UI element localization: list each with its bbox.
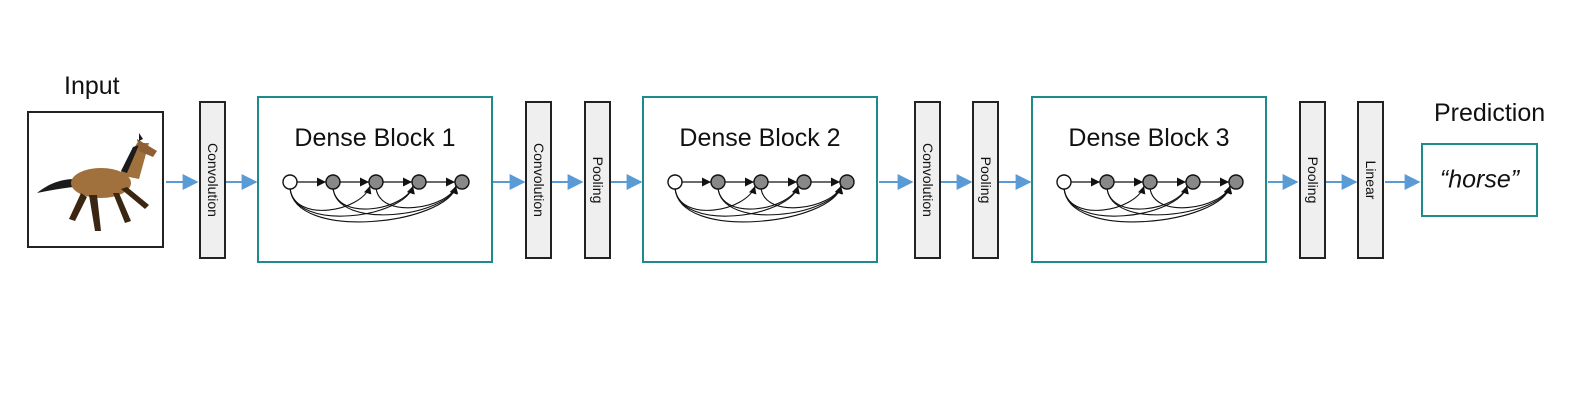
dense-block-title: Dense Block 2 [679,124,841,152]
pooling-layer-3: Pooling [972,101,999,259]
layer-label: Pooling [1304,156,1321,204]
dense-skip-edge [674,185,844,223]
feature-node [1228,174,1244,190]
dense-skip-edge [1149,185,1232,209]
convolution-layer-3: Convolution [914,101,941,259]
layer-label: Convolution [530,143,547,217]
layer-label: Pooling [589,156,606,204]
feature-node [325,174,341,190]
dense-block-title: Dense Block 1 [294,124,456,152]
prediction-label: Prediction [1434,99,1546,127]
dense-block-1: Dense Block 1 [257,96,493,263]
convolution-layer-2: Convolution [525,101,552,259]
input-node [1056,174,1072,190]
dense-skip-edge [674,185,800,217]
dense-skip-edge [289,185,459,223]
layer-label: Linear [1362,160,1379,200]
input-label: Input [64,72,120,100]
dense-skip-edge [332,185,458,216]
layer-label: Convolution [204,143,221,217]
dense-skip-edge [1063,185,1146,211]
dense-connectivity-graph [282,174,470,223]
dense-block-2: Dense Block 2 [642,96,878,263]
feature-node [1099,174,1115,190]
layer-label: Pooling [977,156,994,204]
dense-skip-edge [289,185,415,217]
linear-layer: Linear [1357,101,1384,259]
dense-skip-edge [674,185,757,211]
dense-connectivity-graph [1056,174,1244,223]
prediction-box: “horse” [1421,143,1538,217]
pooling-layer-4: Pooling [1299,101,1326,259]
dense-skip-edge [289,185,372,211]
prediction-value: “horse” [1439,165,1520,194]
dense-skip-edge [1063,185,1189,217]
dense-connectivity-graph [667,174,855,223]
dense-skip-edge [760,185,843,209]
dense-skip-edge [332,185,415,210]
feature-node [710,174,726,190]
dense-skip-edge [717,185,843,216]
feature-node [454,174,470,190]
feature-node [839,174,855,190]
feature-node [1142,174,1158,190]
feature-node [411,174,427,190]
horse-image-icon [37,133,157,231]
dense-skip-edge [1106,185,1189,210]
dense-skip-edge [375,185,458,209]
feature-node [753,174,769,190]
dense-skip-edge [717,185,800,210]
pooling-layer-2: Pooling [584,101,611,259]
input-node [667,174,683,190]
dense-skip-edge [1106,185,1232,216]
feature-node [1185,174,1201,190]
dense-block-title: Dense Block 3 [1068,124,1230,152]
dense-block-3: Dense Block 3 [1031,96,1267,263]
input-image [27,111,164,248]
feature-node [796,174,812,190]
feature-node [368,174,384,190]
input-node [282,174,298,190]
layer-label: Convolution [919,143,936,217]
dense-skip-edge [1063,185,1233,223]
convolution-layer-1: Convolution [199,101,226,259]
